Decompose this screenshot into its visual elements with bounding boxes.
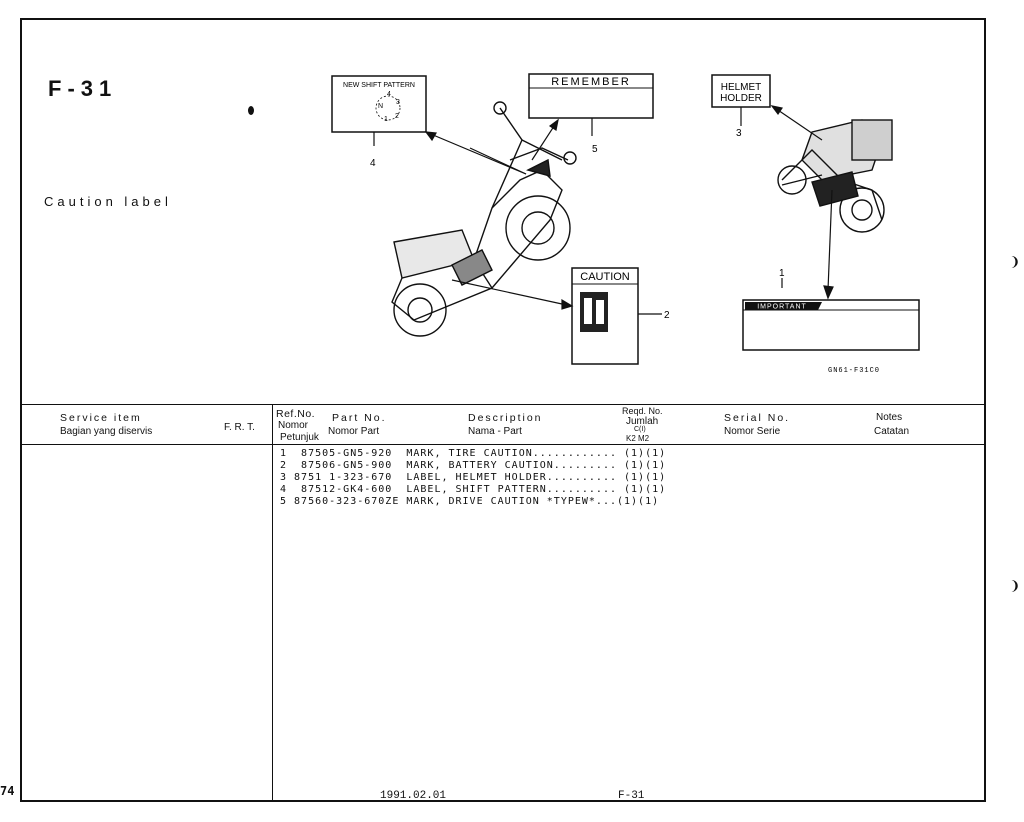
header-ref-id-1: Nomor (278, 420, 309, 431)
header-frt: F. R. T. (224, 422, 255, 433)
header-serial: Serial No. (724, 412, 791, 424)
remember-text: REMEMBER (551, 76, 631, 88)
section-title: Caution label (44, 194, 172, 209)
header-description: Description (468, 412, 543, 424)
shift-pattern-label: NEW SHIFT PATTERN N 1 2 3 4 (331, 75, 427, 133)
gear-4: 4 (387, 91, 391, 98)
table-row: 5 87560-323-670ZE MARK, DRIVE CAUTION *T… (280, 496, 660, 507)
holder-text: HOLDER (720, 93, 762, 104)
important-label: IMPORTANT (742, 299, 920, 351)
table-row: 4 87512-GK4-600 LABEL, SHIFT PATTERN....… (280, 484, 667, 495)
table-row: 1 87505-GN5-920 MARK, TIRE CAUTION......… (280, 448, 667, 459)
gear-2: 2 (395, 113, 399, 120)
ink-dot (248, 106, 254, 115)
page-frame: F-31 Caution label NEW SHIFT PATTERN N 1… (20, 18, 986, 802)
table-divider (272, 404, 273, 800)
gear-3: 3 (396, 99, 400, 106)
callout-5: 5 (592, 144, 598, 155)
remember-label: REMEMBER (528, 73, 654, 119)
table-row: 3 8751 1-323-670 LABEL, HELMET HOLDER...… (280, 472, 667, 483)
header-service-item-id: Bagian yang diservis (60, 426, 153, 437)
binding-mark-bottom: ❩ (1010, 576, 1020, 595)
header-part-no: Part No. (332, 412, 387, 424)
header-ref-id-2: Petunjuk (280, 432, 319, 443)
callout-1: 1 (779, 268, 785, 279)
header-description-id: Nama - Part (468, 426, 522, 437)
header-service-item: Service item (60, 412, 142, 424)
callout-2: 2 (664, 310, 670, 321)
section-code: F-31 (48, 76, 118, 101)
figure-code: GN61-F31C0 (828, 367, 880, 375)
table-top-rule (22, 404, 984, 405)
header-reqd-code: C(I) (634, 426, 646, 433)
header-notes: Notes (876, 412, 903, 423)
gear-1: 1 (384, 116, 388, 123)
callout-4: 4 (370, 158, 376, 169)
caution-label: CAUTION (571, 267, 639, 365)
scooter-rear-illustration (777, 119, 893, 233)
shift-pattern-text: NEW SHIFT PATTERN (343, 82, 415, 89)
footer-date: 1991.02.01 (380, 790, 447, 802)
scooter-illustration (391, 101, 577, 337)
helmet-text: HELMET (721, 82, 762, 93)
header-reqd-models: K2 M2 (626, 434, 650, 443)
header-ref: Ref.No. (276, 408, 316, 420)
leader-lines (373, 105, 834, 315)
helmet-holder-label: HELMET HOLDER (711, 74, 771, 108)
header-reqd-id: Jumlah (626, 416, 659, 427)
page-number: 74 (0, 784, 15, 798)
important-text: IMPORTANT (757, 304, 807, 311)
exploded-diagram: NEW SHIFT PATTERN N 1 2 3 4 REMEMBER HEL… (331, 73, 920, 375)
header-serial-id: Nomor Serie (724, 426, 781, 437)
header-reqd: Reqd. No. (622, 406, 663, 416)
illustration-area: F-31 Caution label NEW SHIFT PATTERN N 1… (22, 20, 984, 404)
footer-code: F-31 (618, 790, 645, 802)
caution-text: CAUTION (580, 271, 630, 283)
header-notes-id: Catatan (874, 426, 910, 437)
binding-mark-top: ❩ (1010, 252, 1020, 271)
header-part-no-id: Nomor Part (328, 426, 380, 437)
callout-3: 3 (736, 128, 742, 139)
table-header-rule (22, 444, 984, 445)
gear-n: N (378, 103, 383, 110)
table-row: 2 87506-GN5-900 MARK, BATTERY CAUTION...… (280, 460, 667, 471)
